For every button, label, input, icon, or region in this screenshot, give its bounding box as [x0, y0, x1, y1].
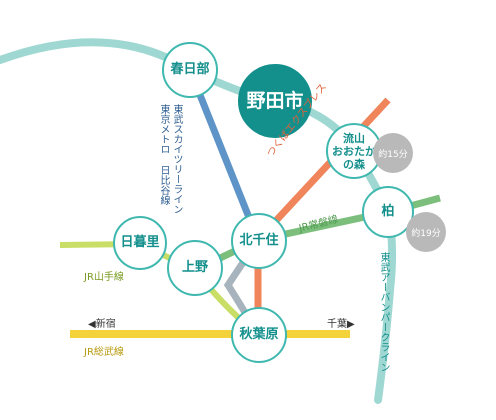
time-badge-kashiwa: 約19分	[406, 212, 446, 252]
direction-chiba: 千葉▶	[327, 319, 355, 330]
station-ueno[interactable]: 上野	[167, 240, 223, 296]
label-tobu-skytree-line: 東武スカイツリーライン	[171, 104, 182, 214]
time-badge-nagareyama: 約15分	[373, 133, 413, 173]
direction-shinjuku: ◀新宿	[88, 319, 116, 330]
label-sobu-line: JR総武線	[84, 347, 124, 358]
station-kasukabe[interactable]: 春日部	[162, 42, 218, 98]
label-tobu-urban-park-line: 東武アーバンパークライン	[378, 252, 389, 372]
station-nagareyama-line1: 流山	[343, 131, 365, 145]
station-kitasenju[interactable]: 北千住	[231, 213, 287, 269]
line-joban	[193, 194, 441, 274]
line-tobu-skytree	[186, 68, 262, 242]
label-yamanote-line: JR山手線	[84, 272, 124, 283]
station-akihabara[interactable]: 秋葉原	[231, 307, 287, 363]
label-hibiya-line: 東京メトロ 日比谷線	[158, 104, 169, 205]
station-kashiwa[interactable]: 柏	[362, 186, 414, 238]
station-noda[interactable]: 野田市	[238, 64, 312, 138]
station-nippori[interactable]: 日暮里	[113, 216, 167, 270]
station-nagareyama-line2: おおたかの森	[332, 144, 376, 171]
